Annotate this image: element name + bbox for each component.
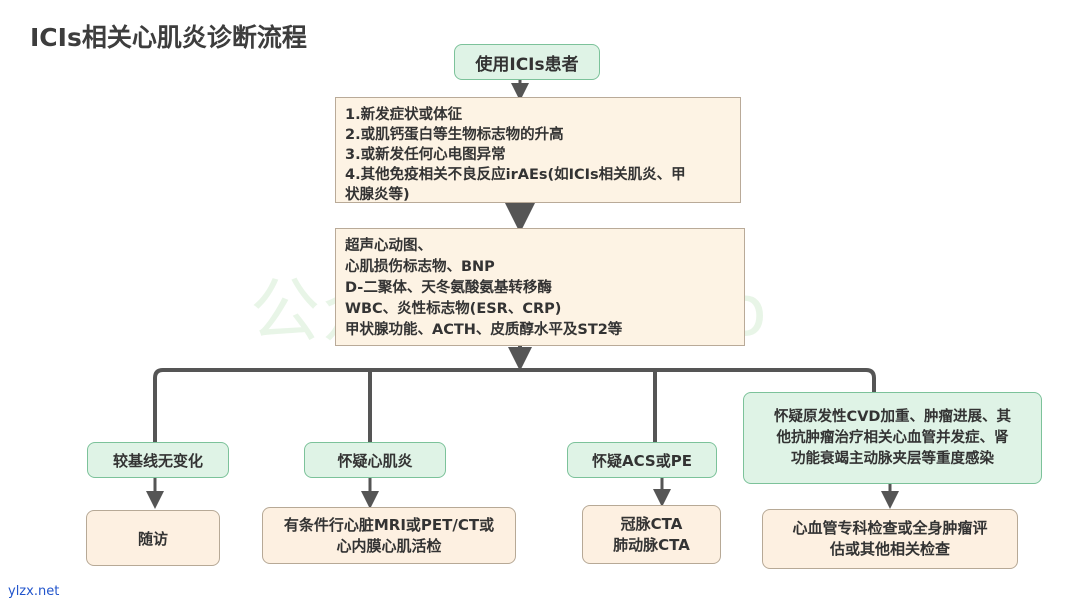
branch-bus bbox=[153, 368, 876, 442]
condition-suspect-acs-pe: 怀疑ACS或PE bbox=[567, 442, 717, 478]
criteria-line: 2.或肌钙蛋白等生物标志物的升高 bbox=[345, 127, 564, 143]
tests-line: 甲状腺功能、ACTH、皮质醇水平及ST2等 bbox=[345, 322, 623, 338]
page-title: ICIs相关心肌炎诊断流程 bbox=[30, 23, 307, 52]
condition-no-change: 较基线无变化 bbox=[87, 442, 229, 478]
condition-suspect-myocarditis: 怀疑心肌炎 bbox=[304, 442, 446, 478]
criteria-line: 4.其他免疫相关不良反应irAEs(如ICIs相关肌炎、甲 bbox=[345, 167, 686, 183]
start-node: 使用ICIs患者 bbox=[454, 44, 600, 80]
tests-line: 心肌损伤标志物、BNP bbox=[345, 259, 495, 275]
tests-box: 超声心动图、 心肌损伤标志物、BNP D-二聚体、天冬氨酸氨基转移酶 WBC、炎… bbox=[335, 228, 745, 346]
condition-other-causes: 怀疑原发性CVD加重、肿瘤进展、其 他抗肿瘤治疗相关心血管并发症、肾 功能衰竭主… bbox=[743, 392, 1042, 484]
action-follow-up: 随访 bbox=[86, 510, 220, 566]
criteria-line: 状腺炎等) bbox=[345, 187, 410, 203]
tests-line: 超声心动图、 bbox=[345, 238, 432, 254]
criteria-box: 1.新发症状或体征 2.或肌钙蛋白等生物标志物的升高 3.或新发任何心电图异常 … bbox=[335, 97, 741, 203]
source-footer: ylzx.net bbox=[8, 584, 60, 599]
action-cta: 冠脉CTA 肺动脉CTA bbox=[582, 505, 721, 564]
action-cardiac-mri: 有条件行心脏MRI或PET/CT或 心内膜心肌活检 bbox=[262, 507, 516, 564]
criteria-line: 1.新发症状或体征 bbox=[345, 107, 463, 123]
criteria-line: 3.或新发任何心电图异常 bbox=[345, 147, 506, 163]
tests-line: D-二聚体、天冬氨酸氨基转移酶 bbox=[345, 280, 552, 296]
action-specialist-exam: 心血管专科检查或全身肿瘤评 估或其他相关检查 bbox=[762, 509, 1018, 569]
tests-line: WBC、炎性标志物(ESR、CRP) bbox=[345, 301, 562, 317]
